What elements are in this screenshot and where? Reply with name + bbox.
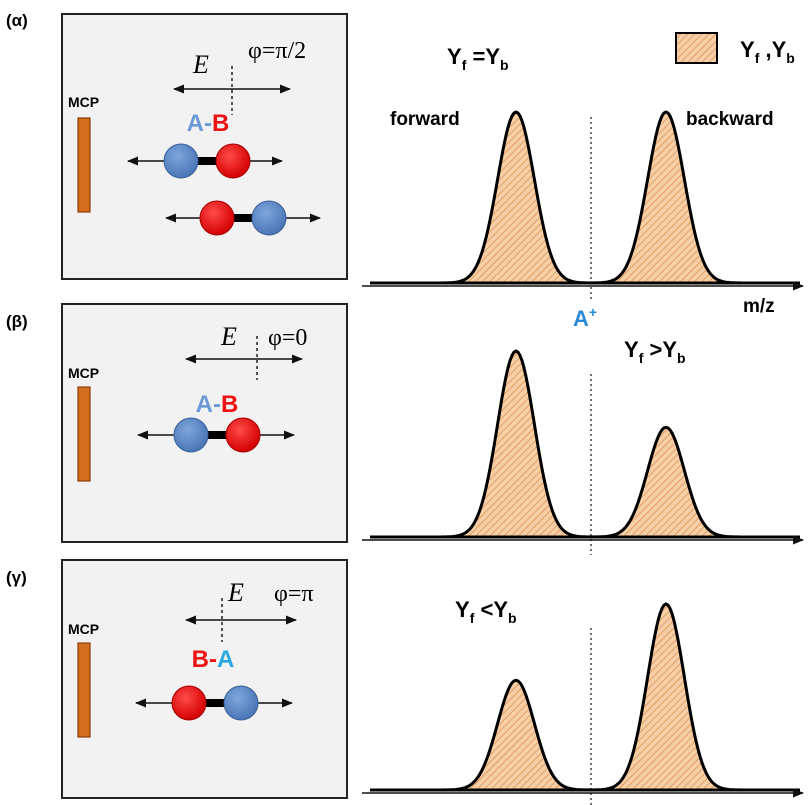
schematic-box [61,559,348,799]
phase-label: φ=π/2 [248,38,306,64]
atom-a [251,200,287,236]
legend-text: Yf ,Yb [740,37,795,66]
phase-label: φ=0 [268,325,307,351]
field-label: E [227,578,244,607]
schematic-box [61,303,348,543]
spectrum-curve [370,349,800,539]
panel-label: (γ) [6,568,27,587]
atom-b [199,200,235,236]
axis-label: m/z [743,296,775,317]
backward-label: backward [686,109,774,130]
phase-label: φ=π [274,581,314,607]
yield-relation: Yf <Yb [455,597,517,626]
yield-relation: Yf >Yb [624,337,686,366]
molecule-label: B-A [192,646,235,673]
panel-beta: (β) MCP E φ=0 A-B Yf >Yb [6,303,805,555]
mcp-detector [77,117,91,213]
legend: Yf ,Yb [675,32,795,66]
atom-a [163,143,199,179]
ion-label: A+ [573,304,597,331]
mcp-label: MCP [68,94,99,110]
schematic-box [61,13,348,280]
mcp-detector [77,386,91,482]
field-label: E [220,322,237,351]
spectrum-curve [370,110,800,285]
atom-b [171,685,207,721]
atom-b [225,417,261,453]
mcp-label: MCP [68,365,99,381]
field-label: E [192,50,209,79]
panel-label: (α) [6,11,28,30]
mcp-label: MCP [68,621,99,637]
spectrum-curve [370,602,800,792]
forward-label: forward [390,109,460,130]
atom-a [173,417,209,453]
legend-swatch [675,32,718,64]
mcp-detector [77,642,91,738]
molecule-label: A-B [187,110,230,137]
atom-b [215,143,251,179]
atom-a [223,685,259,721]
panel-alpha: (α) MCP E φ=π/2 A-B Yf =Yb forward backw… [6,11,805,331]
panel-label: (β) [6,312,28,331]
panel-gamma: (γ) MCP E φ=π B-A Yf <Yb [6,559,805,805]
yield-relation: Yf =Yb [447,44,509,73]
molecule-label: A-B [196,391,239,418]
